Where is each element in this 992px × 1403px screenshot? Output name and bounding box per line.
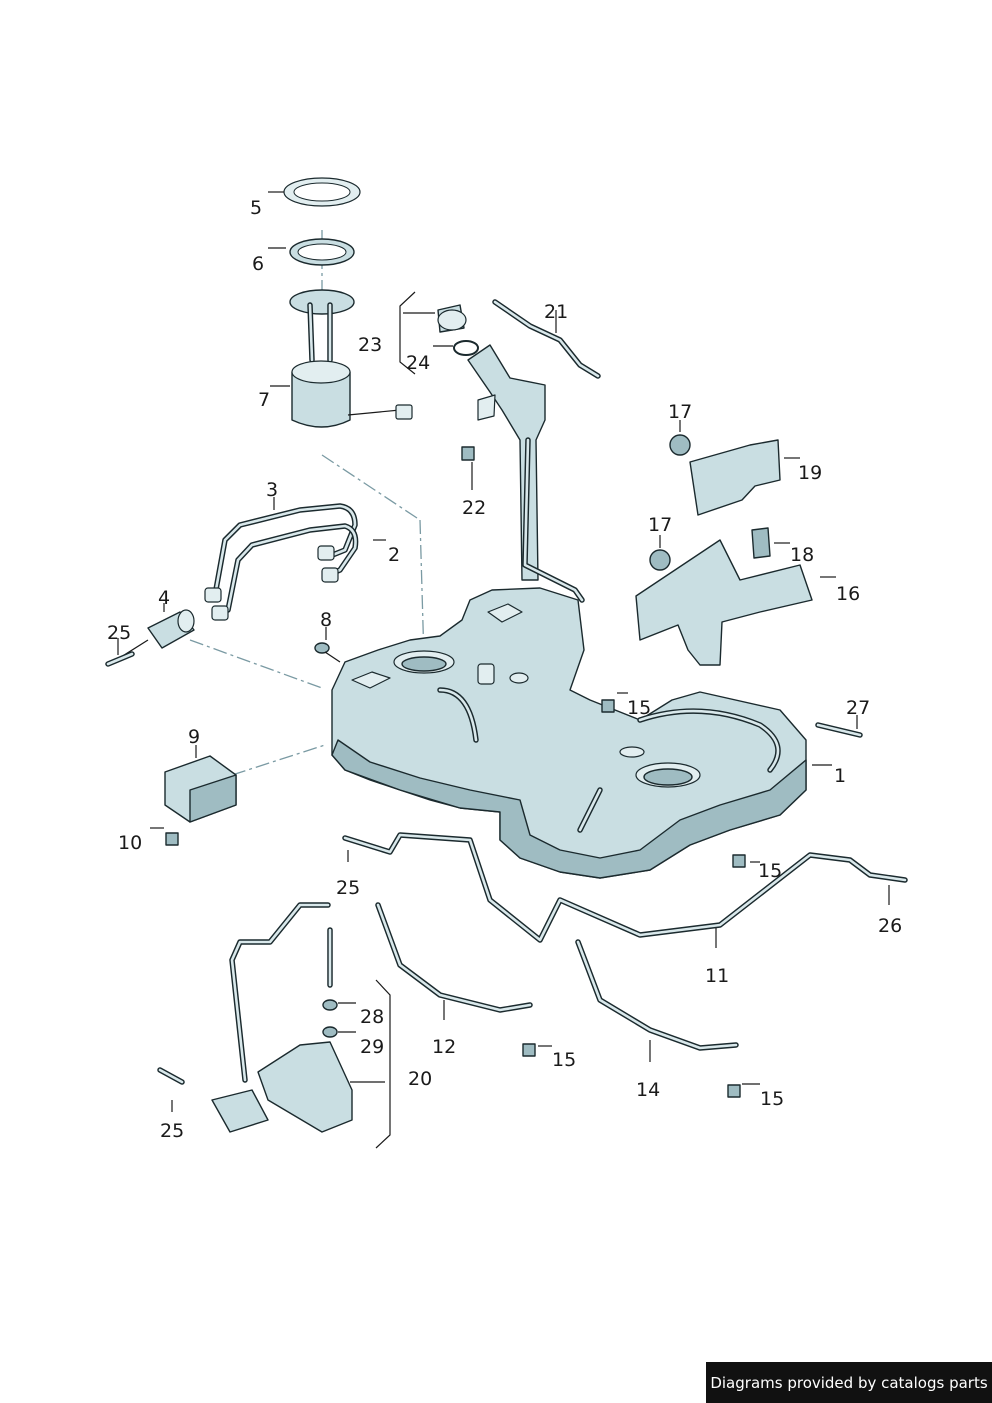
main-fuel-line [342, 832, 908, 943]
callout-28: 28 [360, 1006, 384, 1028]
callout-20: 20 [408, 1068, 432, 1090]
callout-labels: 1 2 3 4 5 6 7 8 9 10 11 12 14 15 15 15 1… [107, 197, 902, 1142]
callout-27: 27 [846, 697, 870, 719]
control-unit [164, 755, 237, 823]
locking-ring [283, 177, 361, 207]
fuel-filter [109, 609, 195, 665]
callout-23: 23 [358, 334, 382, 356]
callout-26: 26 [878, 915, 902, 937]
heat-shield-16 [635, 539, 813, 666]
callout-14: 14 [636, 1079, 660, 1101]
callout-17b: 17 [648, 514, 672, 536]
callout-25a: 25 [107, 622, 131, 644]
callout-15a: 15 [627, 697, 651, 719]
tank-strap-12 [375, 902, 533, 1013]
bolt-22 [461, 446, 475, 461]
callout-15b: 15 [758, 860, 782, 882]
callout-17a: 17 [668, 401, 692, 423]
seal-ring [289, 238, 355, 266]
bolts [165, 699, 746, 1098]
callout-1: 1 [834, 765, 846, 787]
callout-11: 11 [705, 965, 729, 987]
filler-neck [467, 344, 585, 603]
callout-18: 18 [790, 544, 814, 566]
fuel-lines-2-3 [204, 503, 359, 621]
callout-29: 29 [360, 1036, 384, 1058]
fuel-pump-module [289, 289, 413, 428]
callout-7: 7 [258, 389, 270, 411]
tank-strap-14 [575, 939, 739, 1051]
heat-shield-19 [689, 439, 781, 516]
connectors [105, 651, 863, 1085]
callout-8: 8 [320, 609, 332, 631]
footer-credit: Diagrams provided by catalogs parts [706, 1362, 992, 1403]
callout-25b: 25 [336, 877, 360, 899]
callout-21: 21 [544, 301, 568, 323]
callout-2: 2 [388, 544, 400, 566]
clip-18 [751, 527, 771, 559]
callout-5: 5 [250, 197, 262, 219]
callout-19: 19 [798, 462, 822, 484]
callout-4: 4 [158, 587, 170, 609]
callout-24: 24 [406, 352, 430, 374]
callout-16: 16 [836, 583, 860, 605]
filler-cap [437, 304, 467, 333]
callout-15c: 15 [552, 1049, 576, 1071]
bolt-8 [314, 642, 341, 663]
wiring-harness [492, 299, 601, 379]
callout-25c: 25 [160, 1120, 184, 1142]
callout-3: 3 [266, 479, 278, 501]
cap-seal [453, 340, 479, 356]
callout-10: 10 [118, 832, 142, 854]
callout-9: 9 [188, 726, 200, 748]
fuel-tank [331, 587, 807, 879]
callout-12: 12 [432, 1036, 456, 1058]
callout-15d: 15 [760, 1088, 784, 1110]
rubber-grommet-17 [649, 434, 691, 571]
callout-22: 22 [462, 497, 486, 519]
auxiliary-pump-assembly [211, 902, 353, 1133]
callout-6: 6 [252, 253, 264, 275]
leader-lines [117, 191, 890, 1149]
